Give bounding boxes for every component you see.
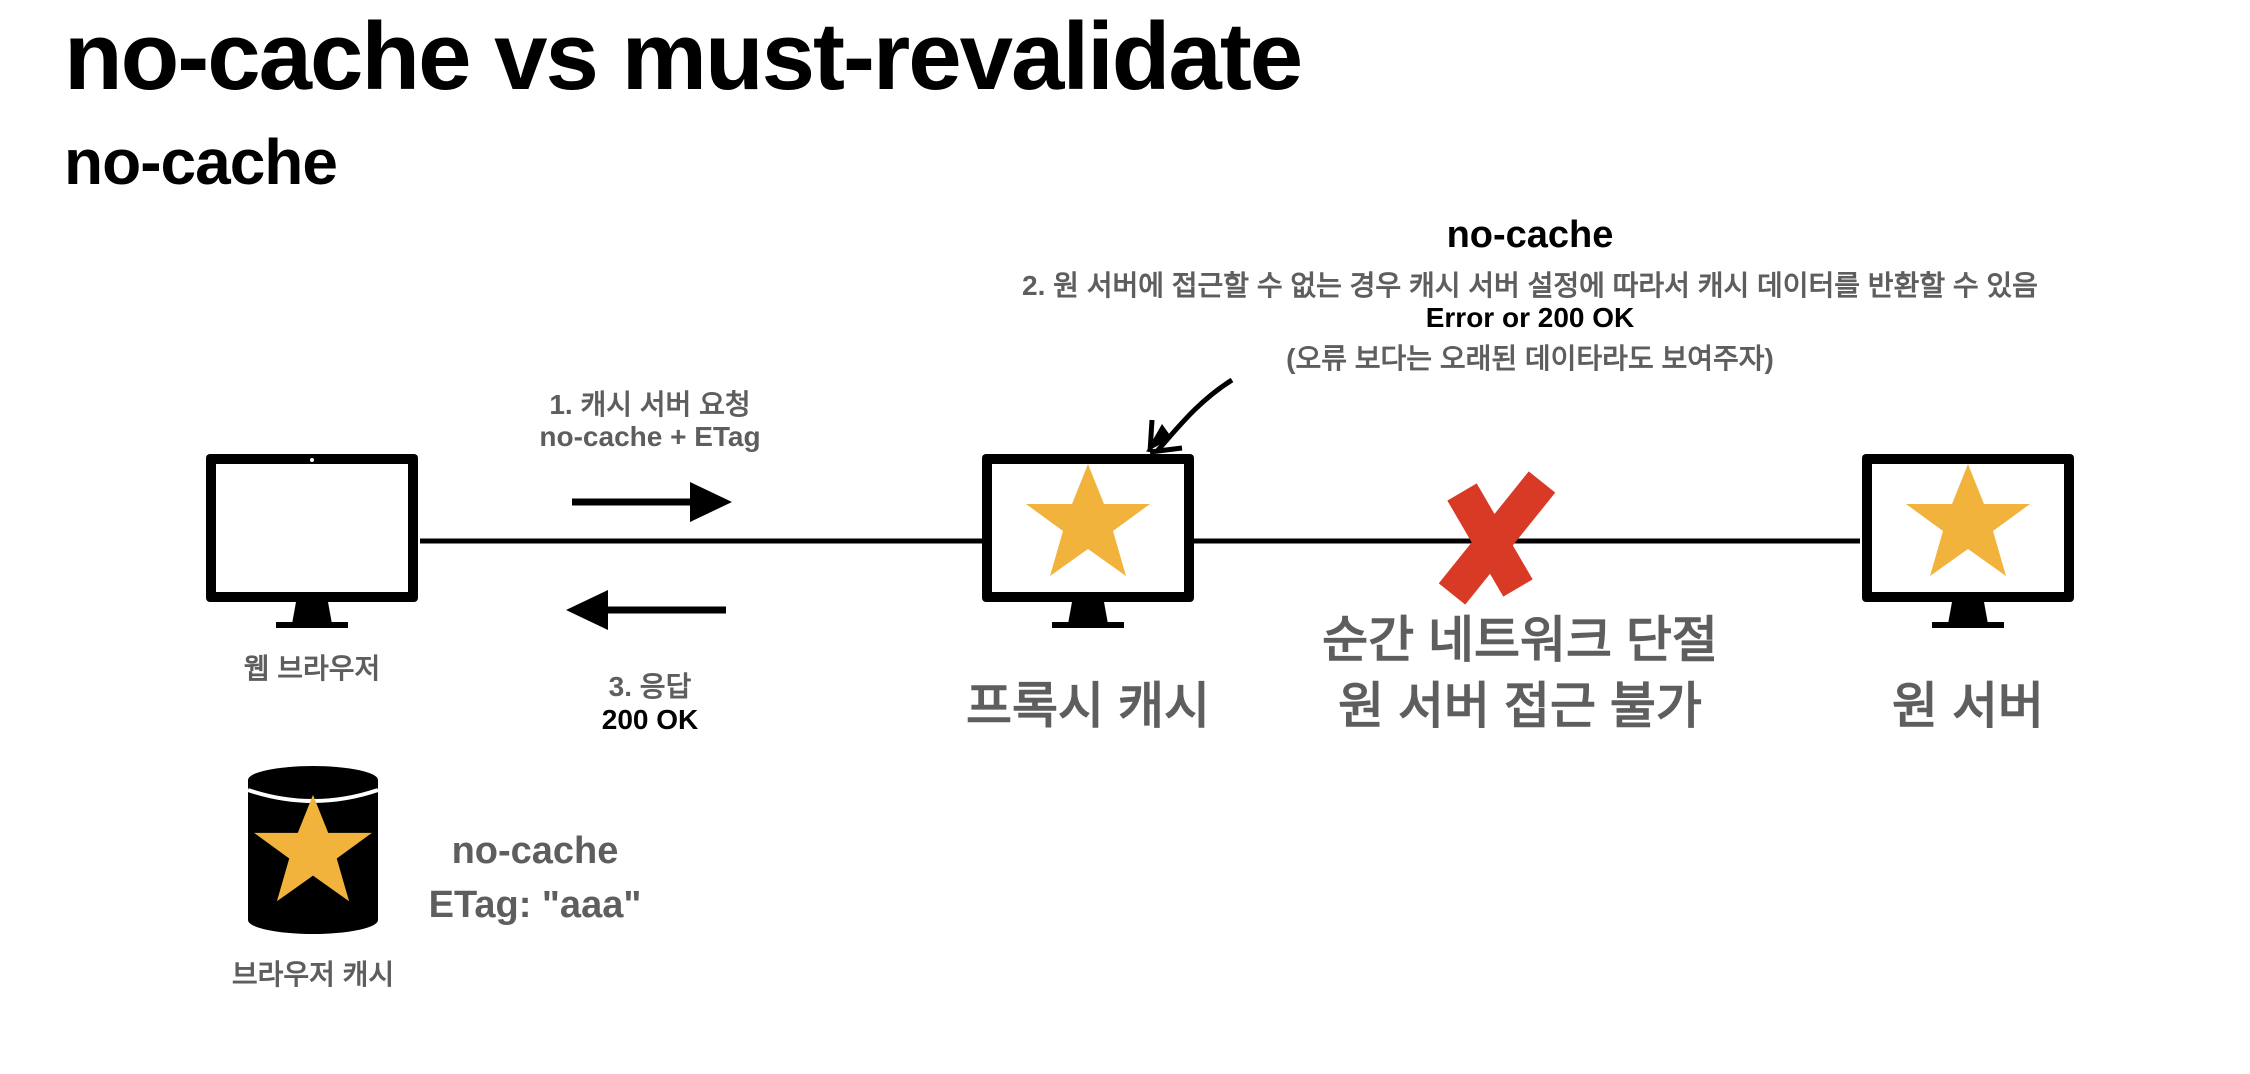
annotation-arrow-icon (1146, 377, 1234, 455)
request-arrow-icon (572, 482, 732, 522)
request-label-1: 1. 캐시 서버 요청 (549, 389, 751, 420)
browser-cache-label: 브라우저 캐시 (231, 959, 395, 990)
request-label-2: no-cache + ETag (539, 421, 761, 452)
browser-cache-policy: no-cache (451, 830, 619, 872)
note-line-2: Error or 200 OK (1425, 302, 1635, 333)
response-label-2: 200 OK (601, 704, 699, 735)
disconnect-cross-icon (1438, 471, 1556, 605)
response-arrow-icon (566, 590, 726, 630)
origin-label: 원 서버 (1892, 678, 2044, 734)
page-subtitle: no-cache (64, 126, 338, 198)
browser-monitor-icon (206, 454, 418, 628)
failure-label-2: 원 서버 접근 불가 (1338, 678, 1702, 734)
note-line-1: 2. 원 서버에 접근할 수 없는 경우 캐시 서버 설정에 따라서 캐시 데이… (1022, 270, 2038, 301)
note-heading: no-cache (1446, 214, 1614, 256)
browser-cache-etag: ETag: "aaa" (428, 884, 642, 926)
proxy-label: 프록시 캐시 (966, 678, 1210, 734)
response-label-1: 3. 응답 (608, 671, 692, 702)
page-title: no-cache vs must-revalidate (64, 3, 1303, 110)
browser-label: 웹 브라우저 (243, 653, 381, 684)
failure-label-1: 순간 네트워크 단절 (1322, 612, 1718, 668)
note-line-3: (오류 보다는 오래된 데이타라도 보여주자) (1286, 343, 1774, 374)
